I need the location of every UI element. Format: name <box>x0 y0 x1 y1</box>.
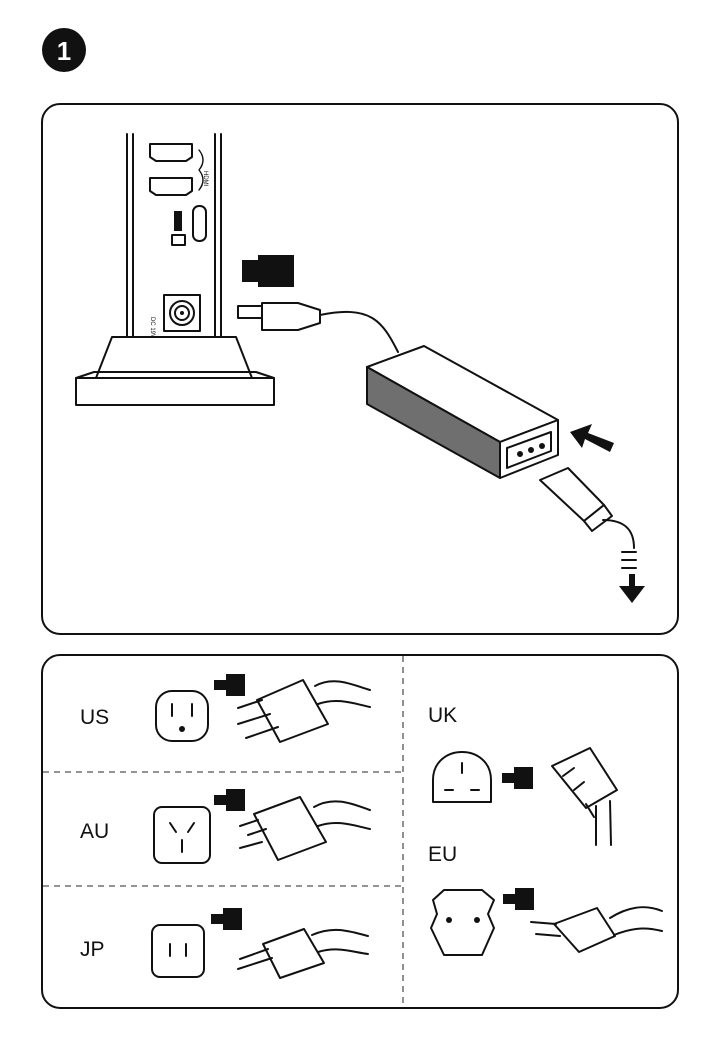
usb-c-port-icon <box>193 206 206 241</box>
jp-plug-label: JP <box>80 938 105 961</box>
dc-cable <box>320 312 398 352</box>
hdmi-ports: HDMI <box>150 144 208 195</box>
insert-arrow-icon <box>503 888 534 910</box>
insert-arrow-icon <box>242 255 294 287</box>
uk-plug-label: UK <box>428 704 457 727</box>
stand-base <box>76 378 274 405</box>
us-outlet-ground <box>179 726 185 732</box>
dc-power-port: DC 19V <box>149 295 200 338</box>
us-outlet-icon <box>156 691 208 741</box>
insert-arrow-icon <box>570 424 614 452</box>
us-plug-label: US <box>80 706 109 729</box>
cable-cut-lines <box>622 552 636 568</box>
au-plug-cable <box>314 801 370 829</box>
usb-c-power-symbol <box>172 235 185 245</box>
insert-arrow-icon <box>502 767 533 789</box>
usb-c-port-symbol <box>174 211 182 231</box>
ac-inlet-pin <box>528 447 534 453</box>
ac-inlet-pin <box>517 451 523 457</box>
eu-plug-body <box>554 908 615 952</box>
step-badge: 1 <box>42 28 86 72</box>
jp-plug-cable <box>312 930 368 954</box>
au-plug-label: AU <box>80 820 109 843</box>
dc-plug-connection <box>238 255 398 352</box>
connection-panel: HDMI DC 19V <box>42 104 678 634</box>
power-adapter <box>367 346 558 478</box>
jp-outlet-icon <box>152 925 204 977</box>
hdmi-port-icon <box>150 178 192 195</box>
us-plug-body <box>257 680 328 742</box>
eu-plug-row: EU <box>428 843 662 955</box>
us-plug-row: US <box>80 674 370 742</box>
jp-plug-row: JP <box>80 908 368 978</box>
eu-outlet-hole <box>474 917 480 923</box>
step-number: 1 <box>57 36 71 66</box>
eu-plug-prongs <box>531 922 560 936</box>
us-plug-cable <box>315 681 370 707</box>
eu-outlet-hole <box>446 917 452 923</box>
uk-plug-cable <box>596 801 611 845</box>
continue-arrow-icon <box>619 574 645 603</box>
insert-arrow-icon <box>214 674 245 696</box>
dc-power-port-pin <box>180 311 184 315</box>
hdmi-port-icon <box>150 144 192 161</box>
eu-plug-label: EU <box>428 843 457 866</box>
au-outlet-icon <box>154 807 210 863</box>
uk-plug-row: UK <box>428 704 617 845</box>
au-plug-row: AU <box>80 789 370 863</box>
eu-plug-cable <box>610 907 662 935</box>
eu-outlet-icon <box>431 890 494 955</box>
plug-types-panel: US AU JP UK <box>42 655 678 1008</box>
dc-power-label: DC 19V <box>149 317 155 338</box>
usb-c-port <box>172 206 206 245</box>
jp-plug-body <box>263 929 324 978</box>
dc-plug-housing <box>262 303 320 330</box>
hdmi-label: HDMI <box>202 171 208 187</box>
plug-types-panel-frame <box>42 655 678 1008</box>
ac-inlet-pin <box>539 443 545 449</box>
uk-outlet-icon <box>433 752 491 802</box>
insert-arrow-icon <box>214 789 245 811</box>
uk-plug-body <box>552 748 617 808</box>
dc-plug-tip <box>238 306 262 318</box>
insert-arrow-icon <box>211 908 242 930</box>
ac-cable <box>603 520 634 548</box>
